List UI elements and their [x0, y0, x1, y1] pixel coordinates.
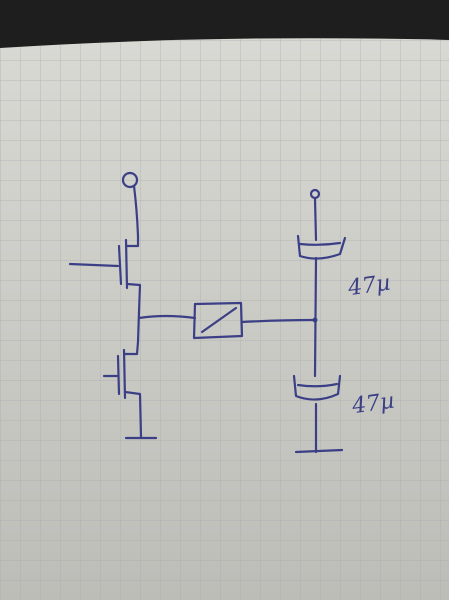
mosfet-upper: [68, 234, 142, 314]
capacitor-top-label: 47µ: [346, 271, 392, 302]
wire-right-from-resistor: [240, 318, 317, 324]
resistor-box: [192, 301, 244, 340]
capacitor-top: [296, 234, 347, 260]
wire-right-top: [313, 196, 318, 242]
capacitor-bottom: [292, 374, 342, 401]
wire-right-mid: [313, 256, 318, 378]
ground-right: [294, 448, 344, 454]
junction-right: [312, 317, 318, 323]
capacitor-bottom-label: 47µ: [350, 389, 396, 420]
wire-left-supply: [132, 184, 140, 238]
mosfet-lower: [102, 340, 143, 439]
wire-to-resistor: [137, 314, 197, 320]
circuit-schematic: 47µ 47µ: [68, 171, 396, 454]
supply-terminal-left: [121, 171, 139, 189]
paper-grid: [0, 38, 449, 600]
wire-left-rail: [136, 310, 141, 344]
